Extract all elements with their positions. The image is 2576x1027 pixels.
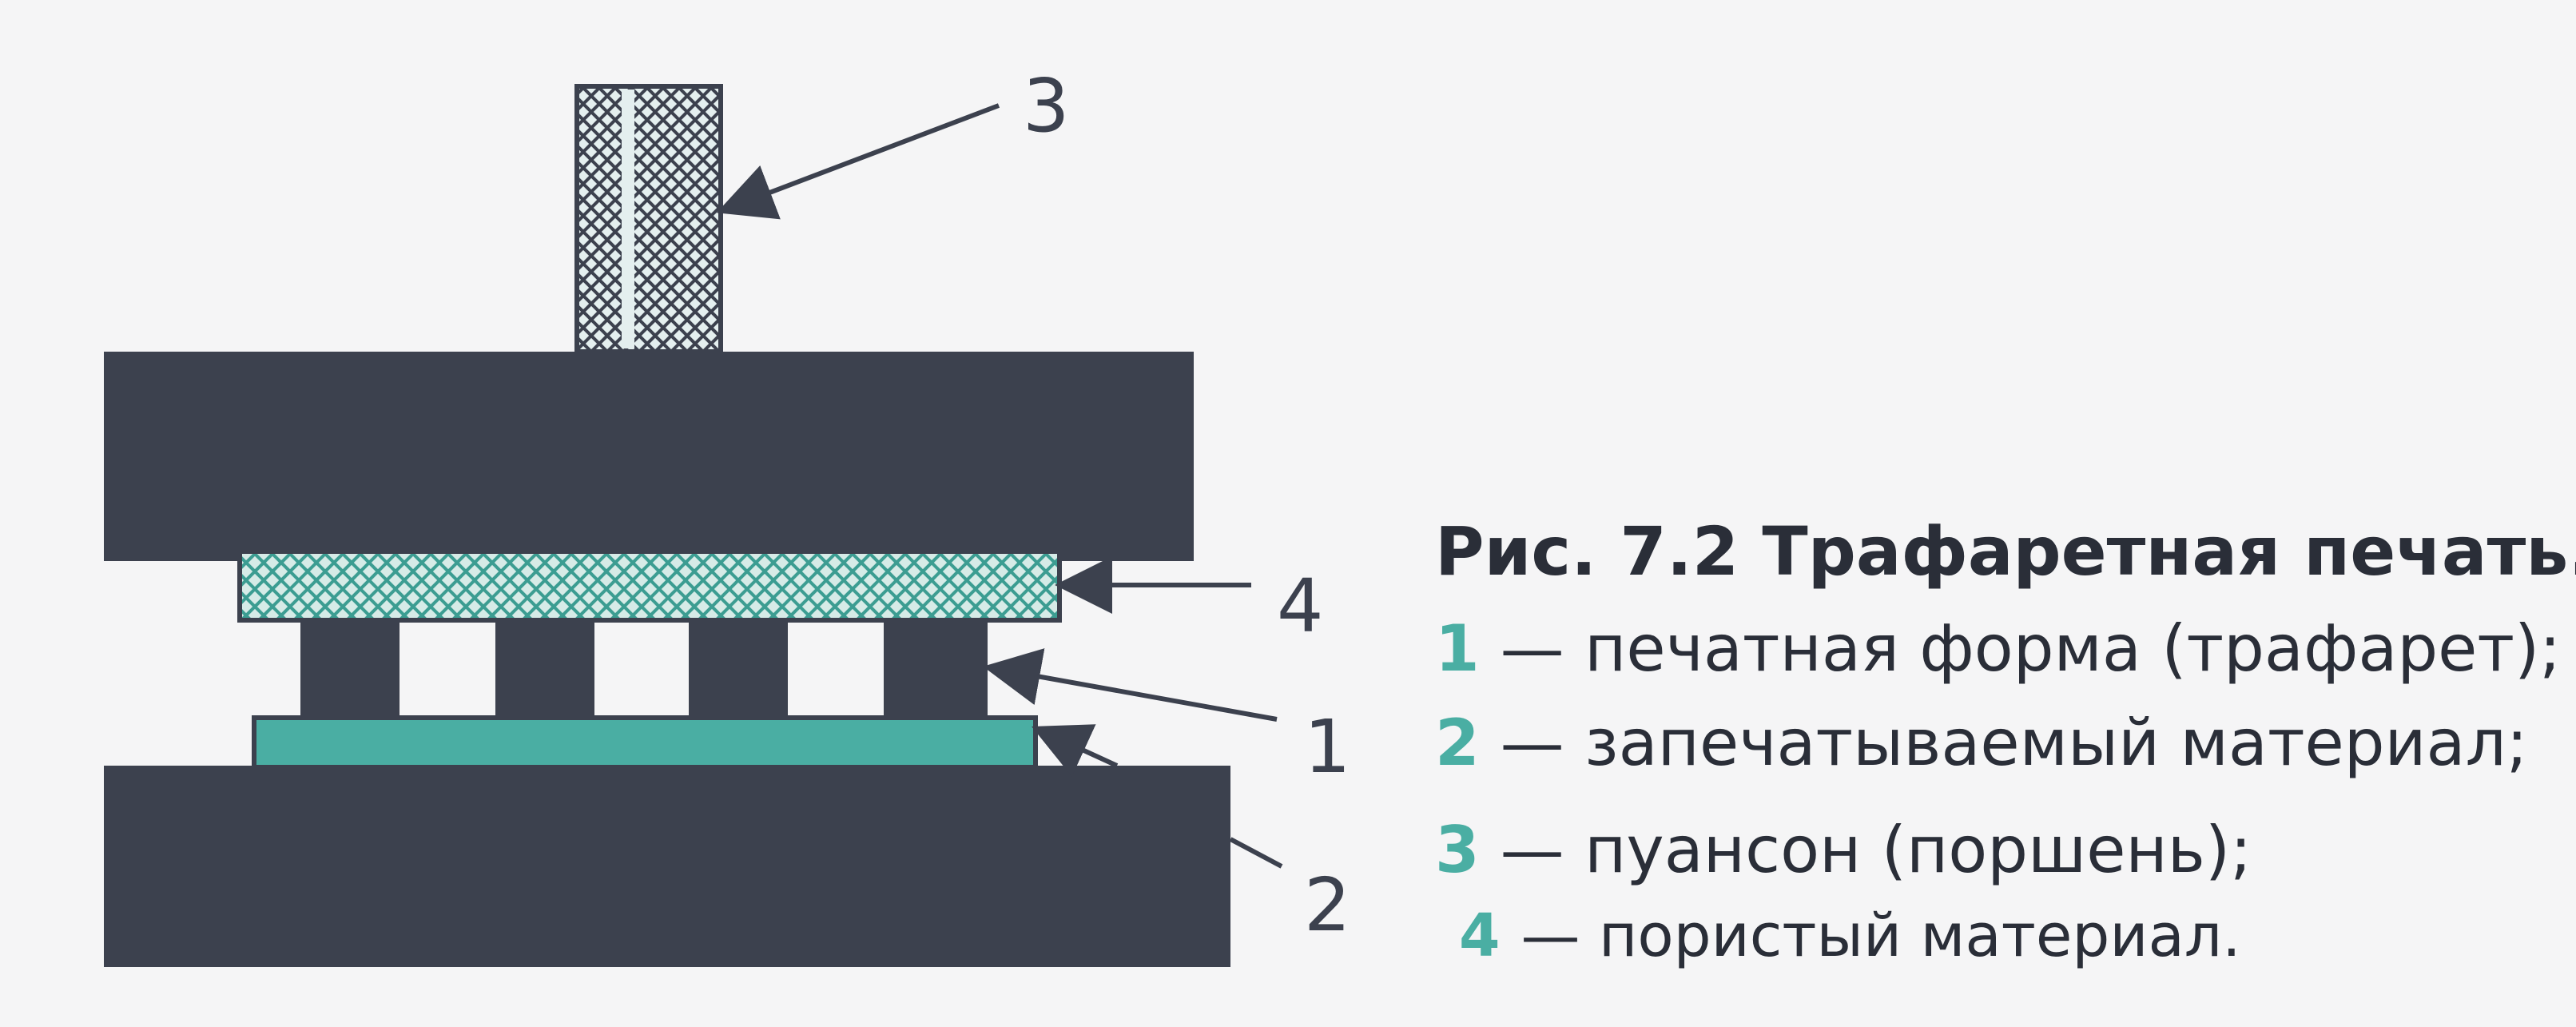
caption-item-2: 2— запечатываемый материал;	[1435, 711, 2528, 775]
caption-title: Рис. 7.2 Трафаретная печать.	[1435, 512, 2576, 591]
caption-item-number: 4	[1459, 902, 1501, 970]
caption-item-number: 3	[1435, 813, 1480, 887]
caption-item-text: — пористый материал.	[1521, 902, 2241, 970]
label-punch: 3	[1023, 63, 1070, 149]
caption-item-text: — запечатываемый материал;	[1500, 706, 2528, 780]
caption-item-3: 3— пуансон (поршень);	[1435, 818, 2252, 882]
caption-item-1: 1— печатная форма (трафарет);	[1435, 617, 2561, 681]
leader-line-substrate	[1229, 837, 1283, 869]
caption-item-text: — пуансон (поршень);	[1500, 813, 2252, 887]
leader-arrow-stencil	[983, 648, 1278, 722]
caption-item-number: 1	[1435, 611, 1480, 686]
punch-body	[574, 84, 723, 354]
caption-item-text: — печатная форма (трафарет);	[1500, 611, 2562, 686]
stencil-form	[300, 620, 988, 719]
caption-item-number: 2	[1435, 706, 1480, 780]
stencil-column	[495, 620, 594, 719]
label-substrate: 2	[1304, 862, 1351, 948]
lower-press-plate	[104, 766, 1230, 967]
stencil-column	[689, 620, 788, 719]
stencil-column	[884, 620, 988, 719]
leader-arrow-punch	[716, 103, 1000, 220]
punch-core	[622, 90, 634, 348]
porous-material	[237, 549, 1062, 623]
leader-arrow-substrate	[1032, 724, 1119, 777]
label-porous: 4	[1277, 563, 1324, 649]
label-stencil: 1	[1304, 704, 1351, 790]
upper-press-plate	[104, 352, 1194, 561]
stencil-column	[300, 620, 400, 719]
caption-item-4: 4— пористый материал.	[1459, 906, 2241, 965]
punch	[574, 84, 723, 354]
substrate	[252, 715, 1038, 770]
